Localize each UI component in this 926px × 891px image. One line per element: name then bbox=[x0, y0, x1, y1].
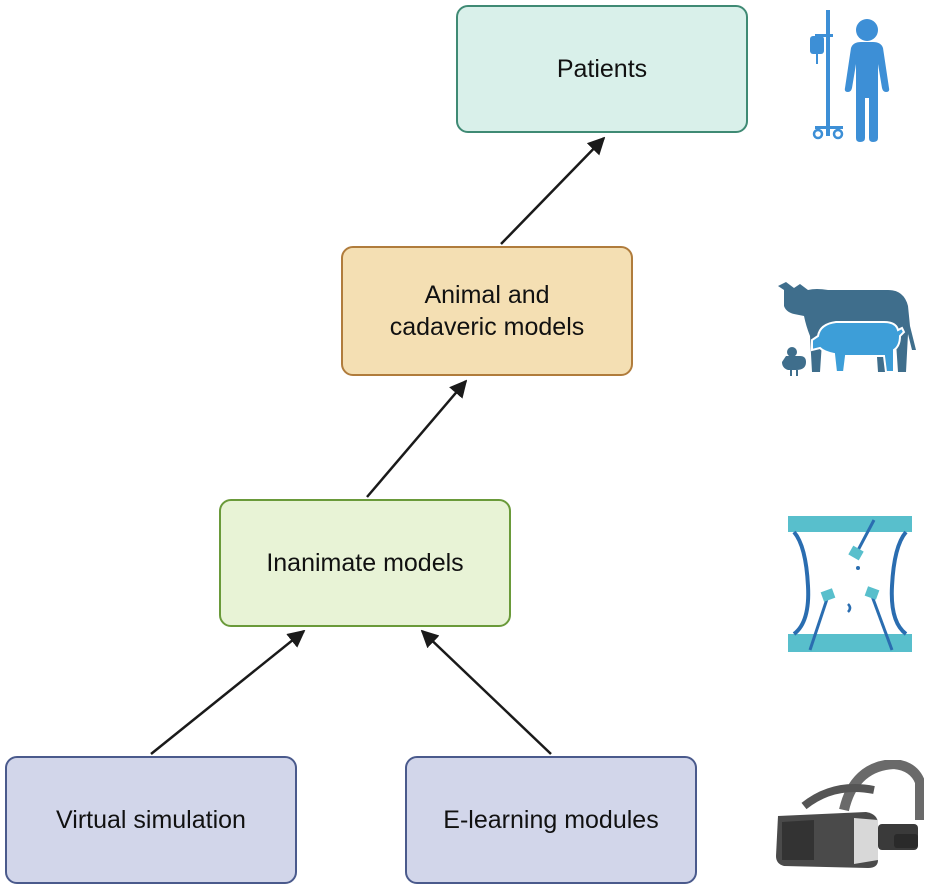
node-animal-cadaveric-models: Animal and cadaveric models bbox=[341, 246, 633, 376]
node-inanimate-label: Inanimate models bbox=[266, 549, 464, 577]
edge-animal-to-patients bbox=[500, 136, 606, 245]
node-animal-label: Animal and cadaveric models bbox=[389, 281, 585, 341]
node-elearning-modules: E-learning modules bbox=[405, 756, 697, 884]
edge-elearning-to-inanimate bbox=[420, 629, 552, 755]
livestock-animals-icon bbox=[778, 282, 916, 376]
node-elearning-label: E-learning modules bbox=[443, 806, 659, 834]
patient-with-iv-icon bbox=[810, 10, 890, 142]
node-virtual-label: Virtual simulation bbox=[56, 806, 246, 834]
edge-virtual-to-inanimate bbox=[150, 629, 306, 755]
node-patients-label: Patients bbox=[556, 55, 648, 83]
node-patients: Patients bbox=[456, 5, 748, 133]
node-inanimate-models: Inanimate models bbox=[219, 499, 511, 627]
laparoscopic-trainer-icon bbox=[788, 516, 912, 652]
edge-inanimate-to-animal bbox=[366, 379, 468, 498]
vr-headset-icon bbox=[776, 760, 924, 868]
node-virtual-simulation: Virtual simulation bbox=[5, 756, 297, 884]
